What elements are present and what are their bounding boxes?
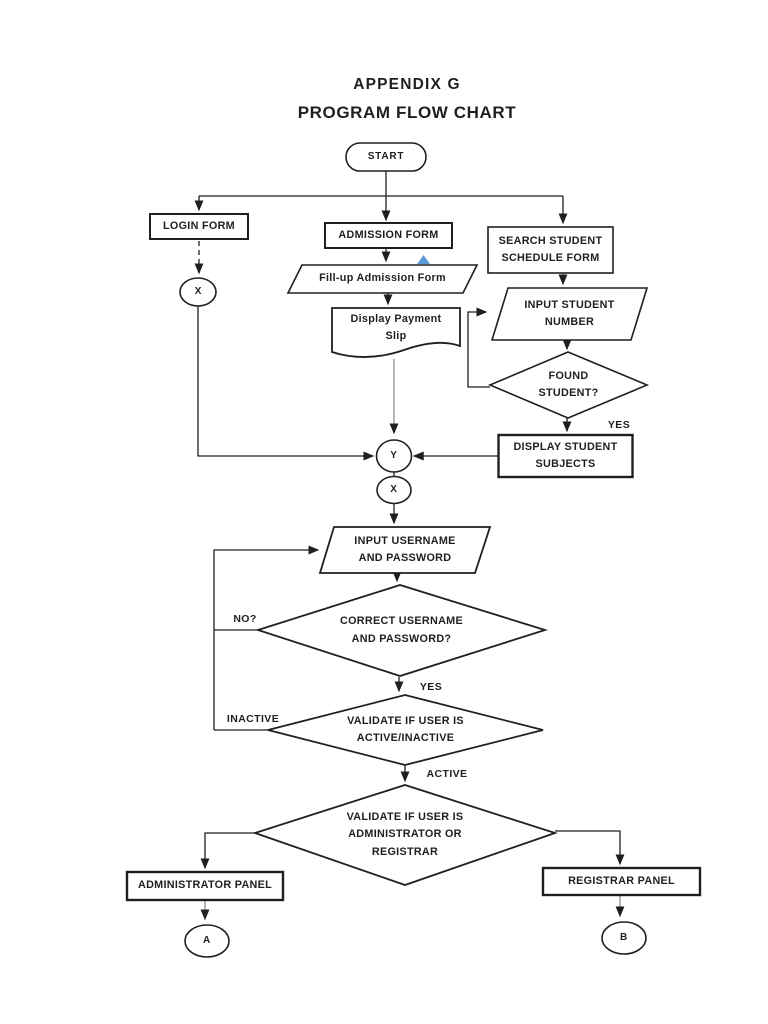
- connector-b-label: B: [619, 932, 629, 943]
- node-shapes: [125, 142, 702, 958]
- search-schedule-box: [487, 226, 614, 274]
- fillup-admission-parallelogram: [286, 264, 479, 294]
- edge-found-no-loop: [467, 307, 490, 388]
- page-subtitle: PROGRAM FLOW CHART: [297, 103, 517, 123]
- found-yes-label: YES: [607, 418, 631, 431]
- input-student-number-label: INPUT STUDENT NUMBER: [524, 298, 615, 328]
- correct-credentials-diamond: [255, 584, 549, 677]
- display-subjects-box: [497, 433, 634, 479]
- payment-slip-label: Display Payment Slip: [350, 312, 442, 342]
- comment-annotation-icon: [417, 255, 430, 264]
- connector-x1-circle: [179, 277, 217, 307]
- validate-role-label: VALIDATE IF USER IS ADMINISTRATOR OR REG…: [346, 811, 464, 858]
- registrar-panel-box: [541, 866, 702, 897]
- login-form-box: [149, 213, 249, 240]
- input-username-parallelogram: [318, 526, 492, 574]
- start-terminator-shape: [345, 142, 427, 172]
- start-node-label: START: [367, 151, 405, 162]
- connector-x1-label: X: [194, 286, 203, 297]
- admission-form-label: ADMISSION FORM: [338, 228, 439, 241]
- connector-a-circle: [184, 924, 230, 958]
- found-student-label: FOUND STUDENT?: [538, 369, 599, 399]
- connector-a-label: A: [202, 935, 212, 946]
- found-student-diamond: [487, 351, 650, 419]
- edge-role-to-adminpanel: [200, 832, 255, 870]
- registrar-panel-label: REGISTRAR PANEL: [568, 874, 675, 887]
- connector-lines: [194, 171, 625, 921]
- validate-active-diamond: [267, 694, 544, 766]
- correct-no-label: NO?: [233, 612, 257, 625]
- edge-retry-loop-to-inputusername: [213, 545, 320, 730]
- input-username-label: INPUT USERNAME AND PASSWORD: [354, 534, 456, 564]
- administrator-panel-label: ADMINISTRATOR PANEL: [137, 879, 273, 892]
- connector-b-circle: [601, 921, 647, 955]
- correct-yes-label: YES: [419, 680, 443, 693]
- input-student-number-parallelogram: [490, 287, 649, 341]
- connector-x2-label: X: [390, 484, 398, 495]
- connector-y-label: Y: [390, 450, 398, 461]
- correct-credentials-label: CORRECT USERNAME AND PASSWORD?: [340, 615, 463, 645]
- connector-x2-circle: [376, 475, 412, 505]
- active-label: ACTIVE: [426, 768, 468, 781]
- validate-role-diamond: [252, 784, 558, 886]
- display-subjects-label: DISPLAY STUDENT SUBJECTS: [513, 440, 618, 470]
- admission-form-box: [324, 222, 453, 249]
- connector-y-circle: [375, 439, 413, 473]
- fillup-admission-label: Fill-up Admission Form: [319, 272, 446, 285]
- page-title: APPENDIX G: [353, 76, 461, 94]
- edge-role-to-registrarpanel: [555, 830, 625, 866]
- edge-x1-to-y: [197, 306, 375, 461]
- inactive-label: INACTIVE: [226, 713, 280, 726]
- payment-slip-document-shape: [331, 307, 461, 358]
- login-form-label: LOGIN FORM: [163, 219, 235, 232]
- search-schedule-label: SEARCH STUDENT SCHEDULE FORM: [498, 234, 603, 264]
- administrator-panel-box: [125, 870, 285, 902]
- validate-active-label: VALIDATE IF USER IS ACTIVE/INACTIVE: [347, 714, 464, 744]
